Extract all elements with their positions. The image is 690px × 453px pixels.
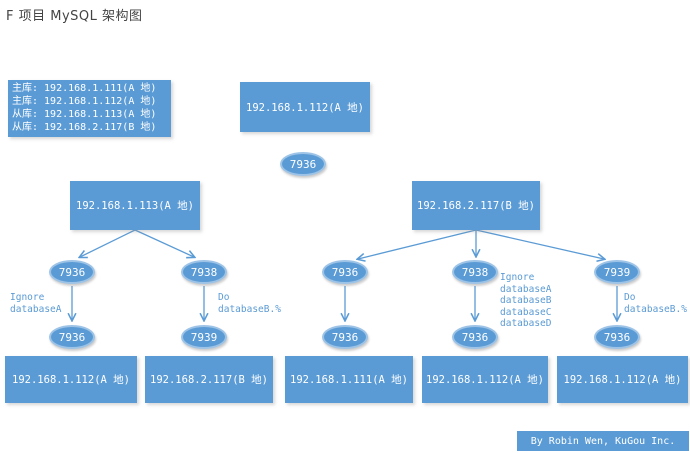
edge-left-root-to-7936 <box>80 229 136 257</box>
port-ellipse-right-dst1-7936: 7936 <box>322 325 368 349</box>
server-box-left-113: 192.168.1.113(A 地) <box>70 181 200 230</box>
port-ellipse-left-dst-7936: 7936 <box>49 325 95 349</box>
port-ellipse-left-src-7938: 7938 <box>181 260 227 284</box>
server-box-bottom-112a-3: 192.168.1.112(A 地) <box>557 356 688 403</box>
edge-left-root-to-7938 <box>134 229 194 257</box>
rule-label-ignore-databaseA: Ignore databaseA <box>10 292 62 315</box>
rule-label-ignore-databases-abcd: Ignore databaseA databaseB databaseC dat… <box>500 272 552 329</box>
port-ellipse-top-7936: 7936 <box>280 152 326 176</box>
page-title: F 项目 MySQL 架构图 <box>6 9 143 24</box>
port-ellipse-right-src-7936: 7936 <box>322 260 368 284</box>
server-box-bottom-117b: 192.168.2.117(B 地) <box>145 356 273 403</box>
legend-line-slave-117: 从库: 192.168.2.117(B 地) <box>12 122 157 133</box>
credit-badge: By Robin Wen, KuGou Inc. <box>517 431 689 451</box>
legend-line-master-111: 主库: 192.168.1.111(A 地) <box>12 83 157 94</box>
legend-box: 主库: 192.168.1.111(A 地) 主库: 192.168.1.112… <box>8 80 171 137</box>
server-box-bottom-112a-2: 192.168.1.112(A 地) <box>422 356 548 403</box>
port-ellipse-right-dst3-7936: 7936 <box>594 325 640 349</box>
legend-line-slave-113: 从库: 192.168.1.113(A 地) <box>12 109 157 120</box>
rule-label-do-databaseB-right: Do databaseB.% <box>624 292 687 315</box>
rule-label-do-databaseB: Do databaseB.% <box>218 292 281 315</box>
edge-right-root-to-7939 <box>475 229 604 259</box>
server-box-right-117: 192.168.2.117(B 地) <box>412 181 540 230</box>
port-ellipse-right-src-7939: 7939 <box>594 260 640 284</box>
server-box-top-112: 192.168.1.112(A 地) <box>240 82 370 132</box>
port-ellipse-left-src-7936: 7936 <box>49 260 95 284</box>
server-box-bottom-112a: 192.168.1.112(A 地) <box>5 356 137 403</box>
edge-right-root-to-7936 <box>358 229 477 259</box>
port-ellipse-right-dst2-7936: 7936 <box>452 325 498 349</box>
legend-line-master-112: 主库: 192.168.1.112(A 地) <box>12 96 157 107</box>
port-ellipse-left-dst-7939: 7939 <box>181 325 227 349</box>
server-box-bottom-111a: 192.168.1.111(A 地) <box>285 356 413 403</box>
port-ellipse-right-src-7938: 7938 <box>452 260 498 284</box>
